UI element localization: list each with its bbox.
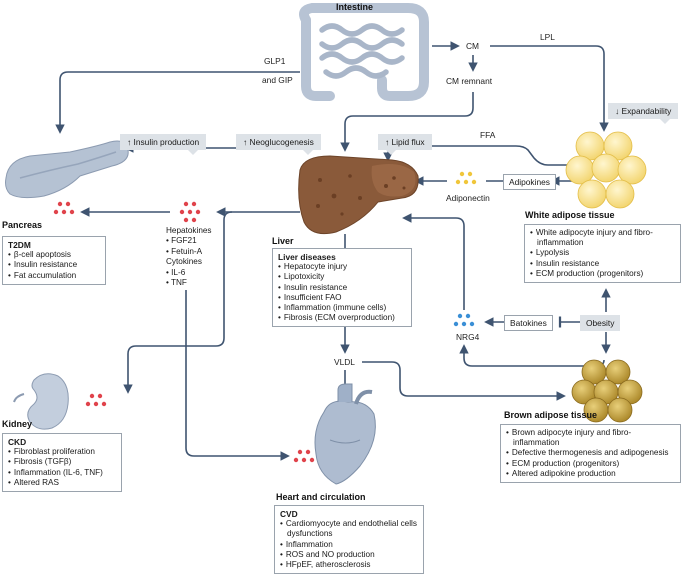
liver-disease-item: Lipotoxicity — [278, 272, 406, 282]
wat-item: ECM production (progenitors) — [530, 269, 675, 279]
label-vldl: VLDL — [334, 357, 355, 367]
t2dm-title: T2DM — [8, 240, 31, 250]
tag-lipid-flux: ↑ Lipid flux — [378, 134, 432, 155]
box-white-adipose: White adipocyte injury and fibro-inflamm… — [524, 224, 681, 284]
ckd-item: Fibroblast proliferation — [8, 447, 116, 457]
cytokines-title: Cytokines — [166, 257, 202, 267]
liver-disease-item: Insulin resistance — [278, 283, 406, 293]
cvd-item: HFpEF, atherosclerosis — [280, 560, 418, 570]
intestine-illustration — [299, 2, 429, 101]
label-intestine: Intestine — [336, 2, 373, 12]
cvd-item: Inflammation — [280, 540, 418, 550]
wat-item: Insulin resistance — [530, 259, 675, 269]
label-cm-remnant: CM remnant — [446, 76, 493, 86]
t2dm-item: Fat accumulation — [8, 271, 100, 281]
t2dm-item: β-cell apoptosis — [8, 250, 100, 260]
tag-neoglucogenesis: ↑ Neoglucogenesis — [236, 134, 321, 155]
brown-adipose-illustration — [571, 359, 643, 423]
cvd-item: ROS and NO production — [280, 550, 418, 560]
blue-dots-nrg4 — [453, 313, 475, 327]
hepatokine-item: • FGF21 — [166, 236, 197, 246]
red-dots-heart — [293, 449, 315, 463]
liver-disease-item: Inflammation (immune cells) — [278, 303, 406, 313]
wat-item: White adipocyte injury and fibro-inflamm… — [530, 228, 675, 248]
box-liver-diseases: Liver diseases Hepatocyte injury Lipotox… — [272, 248, 412, 328]
label-obesity: Obesity — [580, 315, 621, 331]
label-brown-adipose: Brown adipose tissue — [504, 410, 597, 420]
label-lpl: LPL — [540, 32, 555, 42]
liver-diseases-title: Liver diseases — [278, 252, 336, 262]
wat-item: Lypolysis — [530, 248, 675, 258]
label-adipokines: Adipokines — [503, 174, 556, 190]
bat-item: Brown adipocyte injury and fibro-inflamm… — [506, 428, 675, 448]
label-cm: CM — [466, 41, 479, 51]
ckd-item: Inflammation (IL-6, TNF) — [8, 468, 116, 478]
heart-illustration — [314, 383, 376, 485]
label-heart: Heart and circulation — [276, 492, 366, 502]
label-and-gip: and GIP — [262, 75, 293, 85]
red-dots-kidney — [85, 393, 107, 407]
tag-insulin-production: ↑ Insulin production — [120, 134, 207, 155]
liver-disease-item: Insufficient FAO — [278, 293, 406, 303]
label-nrg4: NRG4 — [456, 332, 480, 342]
label-liver: Liver — [272, 236, 294, 246]
box-cvd: CVD Cardiomyocyte and endothelial cells … — [274, 505, 424, 574]
red-dots-hepatokines — [179, 201, 201, 223]
bat-item: Altered adipokine production — [506, 469, 675, 479]
label-ffa: FFA — [480, 130, 496, 140]
ckd-item: Altered RAS — [8, 478, 116, 488]
red-dots-pancreas — [53, 201, 75, 215]
yellow-dots-adiponectin — [455, 171, 477, 185]
box-ckd: CKD Fibroblast proliferation Fibrosis (T… — [2, 433, 122, 493]
bat-item: Defective thermogenesis and adipogenesis — [506, 448, 675, 458]
hepatokines-title: Hepatokines — [166, 226, 212, 235]
tag-expandability: ↓ Expandability — [608, 103, 679, 124]
label-white-adipose: White adipose tissue — [525, 210, 615, 220]
hepatokine-item: • Fetuin-A — [166, 246, 203, 256]
t2dm-item: Insulin resistance — [8, 260, 100, 270]
cytokine-item: • TNF — [166, 278, 187, 288]
hepatokines-list: Hepatokines • FGF21 • Fetuin-A Cytokines… — [166, 226, 212, 288]
cytokine-item: • IL-6 — [166, 267, 186, 277]
white-adipose-illustration — [565, 131, 647, 209]
cvd-item: Cardiomyocyte and endothelial cells dysf… — [280, 519, 418, 539]
pancreas-illustration — [5, 140, 129, 199]
bat-item: ECM production (progenitors) — [506, 459, 675, 469]
liver-disease-item: Fibrosis (ECM overproduction) — [278, 313, 406, 323]
label-kidney: Kidney — [2, 419, 32, 429]
box-t2dm: T2DM β-cell apoptosis Insulin resistance… — [2, 236, 106, 285]
ckd-title: CKD — [8, 437, 27, 447]
label-batokines: Batokines — [504, 315, 553, 331]
label-adiponectin: Adiponectin — [446, 193, 490, 203]
liver-illustration — [298, 155, 419, 235]
liver-disease-item: Hepatocyte injury — [278, 262, 406, 272]
ckd-item: Fibrosis (TGFβ) — [8, 457, 116, 467]
label-pancreas: Pancreas — [2, 220, 42, 230]
cvd-title: CVD — [280, 509, 298, 519]
label-glp1: GLP1 — [264, 56, 286, 66]
box-brown-adipose: Brown adipocyte injury and fibro-inflamm… — [500, 424, 681, 484]
kidney-illustration — [13, 373, 69, 430]
